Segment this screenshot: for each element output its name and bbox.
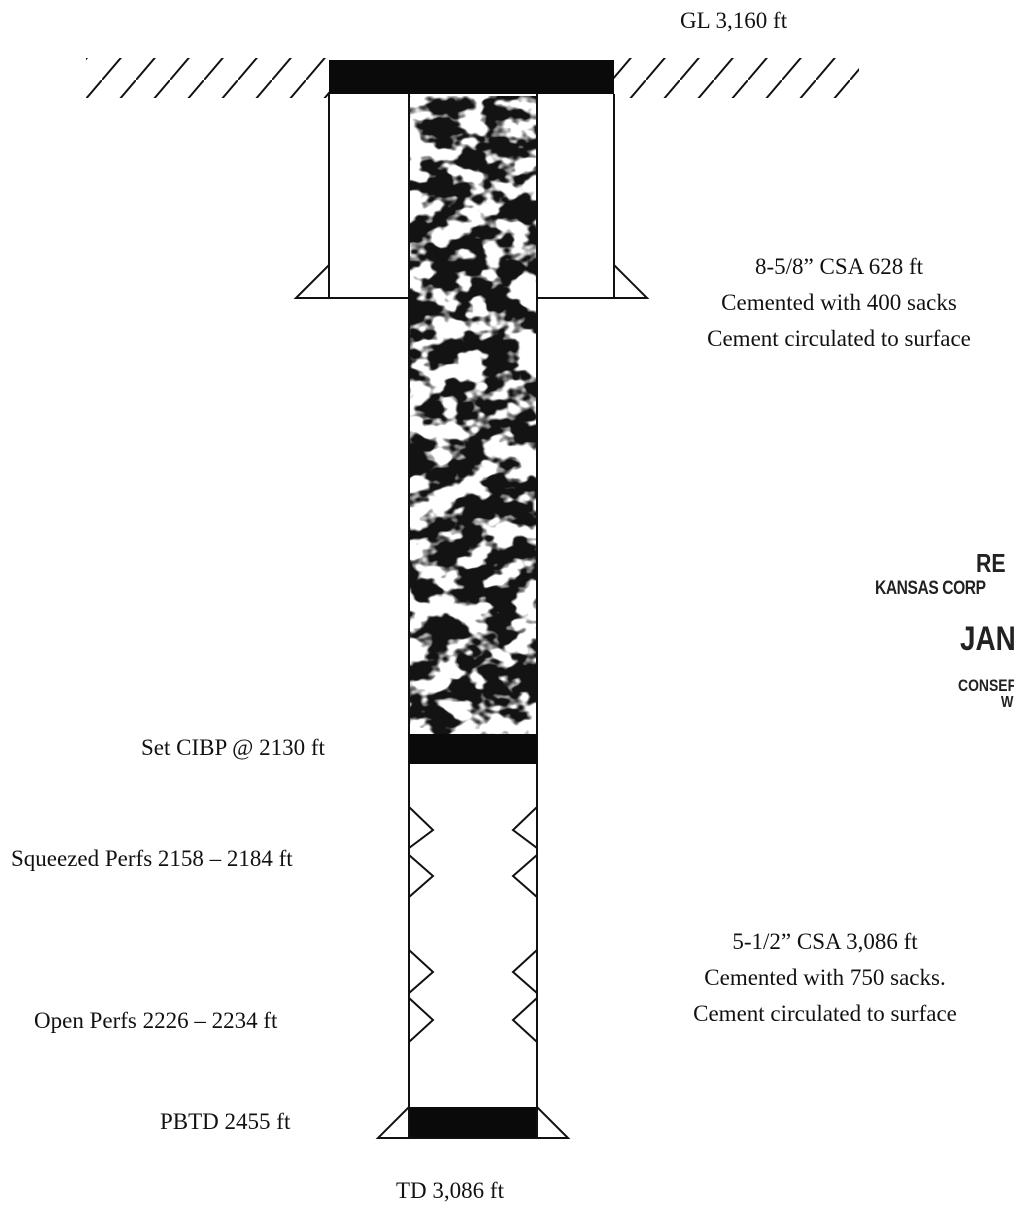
open-perf-left-1 [408,947,435,996]
stamp-line-kansas-corp: KANSAS CORP [875,578,986,599]
surface-casing-shoe-left [293,262,330,299]
production-casing-label-line3: Cement circulated to surface [693,1001,957,1026]
surface-casing-label-line3: Cement circulated to surface [707,326,971,351]
open-perf-right-1 [511,947,538,996]
stamp-line-conservation: CONSEF [958,676,1014,695]
production-casing-shoe-left [375,1104,410,1139]
production-casing-shoe-right [536,1104,571,1139]
production-casing-label-line2: Cemented with 750 sacks. [704,965,946,990]
open-perfs-label: Open Perfs 2226 – 2234 ft [34,1008,278,1033]
pbtd-label: PBTD 2455 ft [160,1109,291,1134]
td-label: TD 3,086 ft [396,1178,504,1203]
surface-casing-head [329,60,614,94]
ground-hatch-left [86,58,329,98]
squeezed-perfs-label: Squeezed Perfs 2158 – 2184 ft [11,846,293,871]
surface-casing-shoe-right [613,262,650,299]
surface-casing-label-line2: Cemented with 400 sacks [721,290,957,315]
squeezed-perf-right-1 [511,804,538,850]
cibp-plug [409,734,537,764]
squeezed-perf-left-1 [408,804,435,850]
cement-column-texture [409,96,537,734]
pbtd-plug [409,1107,537,1138]
ground-hatch-right [614,58,859,98]
surface-casing-label-line1: 8-5/8” CSA 628 ft [754,254,924,279]
stamp-line-received: RE [976,548,1006,578]
open-perf-right-2 [511,995,538,1045]
open-perf-left-2 [408,995,435,1045]
squeezed-perf-left-2 [408,852,435,900]
production-casing-label-line1: 5-1/2” CSA 3,086 ft [732,929,918,954]
squeezed-perf-right-2 [511,852,538,900]
ground-level-label: GL 3,160 ft [680,8,788,33]
cibp-label: Set CIBP @ 2130 ft [141,735,325,760]
stamp-line-date: JAN [960,620,1014,658]
stamp-line-wichita: W [1001,694,1014,711]
